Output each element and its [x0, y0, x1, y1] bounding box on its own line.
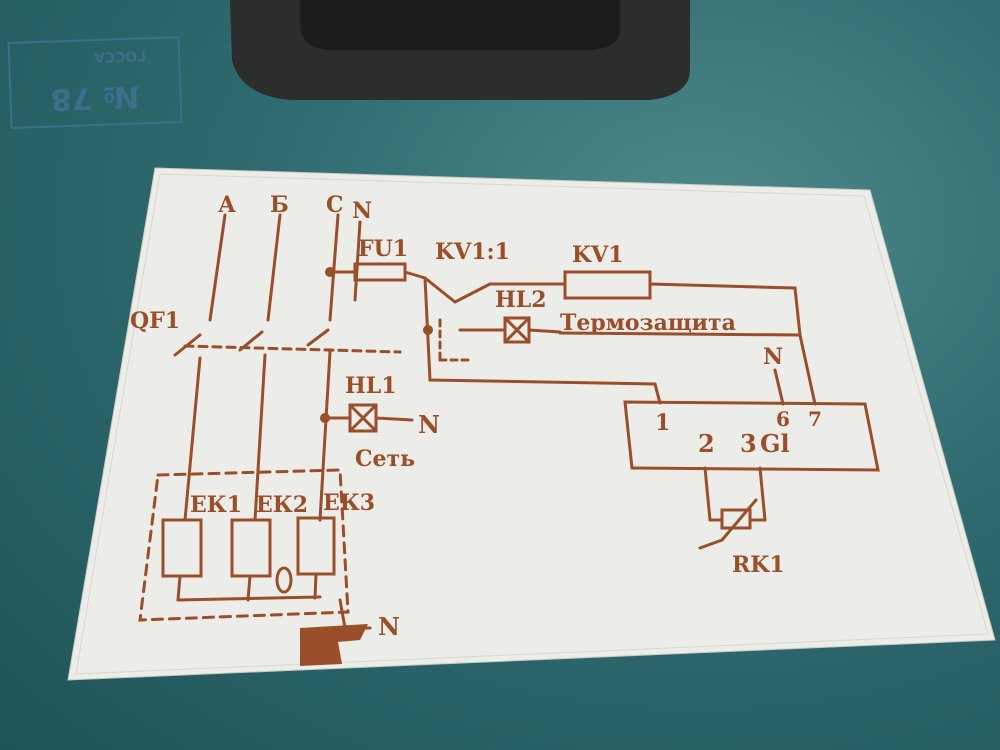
relay-contact-blade — [423, 276, 457, 304]
label-phase-a: А — [218, 192, 236, 218]
label-network: Сеть — [355, 446, 415, 472]
qf1-linkage — [183, 344, 402, 354]
hl1-lamp-cross-2 — [348, 403, 378, 433]
wire-qf1-ek3 — [318, 350, 332, 522]
rk1-arrow — [720, 498, 758, 542]
wire-thermal-line — [558, 331, 802, 337]
junction-dots — [320, 267, 433, 423]
heater-dashed-enclosure — [138, 468, 350, 622]
label-ek2: ЕК2 — [256, 492, 308, 518]
wire-qf1-ek2 — [253, 353, 267, 522]
wire-rk1-right — [758, 466, 767, 522]
terminal-1: 1 — [655, 410, 670, 436]
wire-qf1-ek1 — [183, 356, 202, 522]
label-ek3: ЕК3 — [323, 490, 375, 516]
wire-coil-right — [648, 282, 797, 290]
wire-ek1-bottom — [176, 574, 182, 602]
stamp-number: № 78 — [50, 78, 139, 116]
label-kv1-coil: KV1 — [572, 242, 624, 268]
terminal-6: 6 — [776, 407, 790, 431]
bus-line-b — [266, 213, 282, 322]
wire-fuse-out — [403, 270, 427, 280]
label-ek1: ЕК1 — [190, 492, 242, 518]
wire-rk1-left — [703, 466, 712, 522]
enclosure-background: ГОССА № 78 — [7, 0, 690, 129]
wire-right-down — [793, 286, 802, 337]
terminal-7: 7 — [808, 407, 822, 431]
junction-dot-fuse — [325, 267, 335, 277]
label-bus-neutral: N — [352, 198, 372, 224]
junction-dot-hl1 — [320, 413, 330, 423]
wire-ek3-bottom — [313, 572, 318, 600]
wire-terminal-1 — [653, 382, 662, 405]
wire-ek2-bottom — [246, 574, 252, 602]
label-hl2: HL2 — [495, 287, 547, 313]
heater-link-ring — [275, 566, 293, 594]
ground-symbol — [300, 624, 368, 666]
ground-icon — [300, 624, 368, 666]
wire-terminal-6 — [773, 368, 785, 406]
sensor-mark: Gl — [760, 429, 790, 458]
bus-line-a — [208, 213, 227, 322]
wire-heater-neutral — [176, 595, 322, 602]
label-phase-b: Б — [270, 192, 289, 218]
rk1-arrow-foot — [698, 538, 724, 550]
wire-contact-coil — [453, 282, 492, 304]
wire-hl2-out — [527, 328, 562, 334]
grommet-hole — [300, 0, 620, 50]
terminal-2: 2 — [698, 429, 715, 458]
stamp-top: ГОССА — [93, 47, 146, 65]
junction-dot-hl2 — [423, 325, 433, 335]
label-fu1: FU1 — [358, 236, 408, 262]
bus-line-n — [353, 220, 362, 302]
label-kv1-contact: KV1:1 — [435, 239, 510, 265]
controller-block — [623, 400, 880, 472]
stamp-frame — [7, 36, 183, 129]
label-neutral-hl1: N — [418, 410, 440, 439]
wire-hl1-out — [374, 416, 414, 422]
wire-ground-down — [338, 598, 347, 630]
rk1-resistor-symbol — [720, 508, 752, 530]
terminal-3: 3 — [740, 429, 757, 458]
hl2-lamp-cross-2 — [503, 316, 531, 344]
label-phase-c: С — [326, 192, 344, 218]
qf1-pole-3 — [306, 328, 330, 347]
label-rk1: RK1 — [732, 552, 785, 578]
label-hl1: HL1 — [345, 373, 397, 399]
ek1-heater-symbol — [161, 518, 203, 578]
bus-line-c — [328, 213, 340, 322]
label-neutral-bottom: N — [378, 612, 400, 641]
wire-terminal-7 — [798, 333, 817, 406]
label-thermal-protection: Термозащита — [560, 310, 736, 336]
nameplate-edge — [75, 173, 989, 675]
label-qf1: QF1 — [130, 308, 180, 334]
label-neutral-top: N — [763, 344, 783, 370]
nameplate — [67, 167, 996, 681]
wire-to-controller — [428, 378, 657, 386]
wiring-diagram — [138, 213, 880, 630]
